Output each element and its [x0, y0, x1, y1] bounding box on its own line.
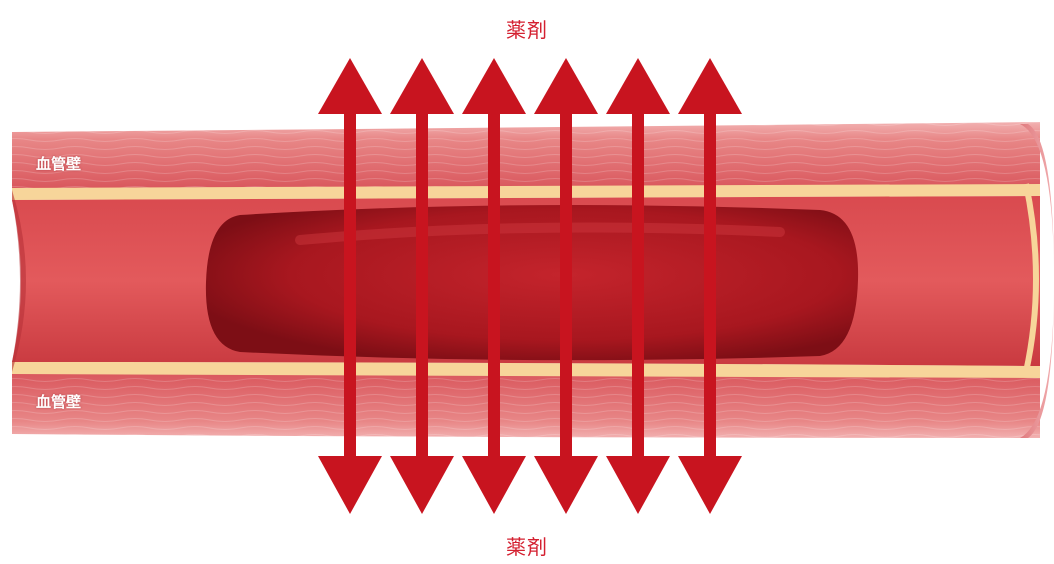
arrow-shaft — [560, 110, 572, 458]
arrow-head-up — [462, 58, 526, 114]
blood-clot — [206, 205, 858, 360]
drug-label-top: 薬剤 — [0, 18, 1054, 42]
arrow-head-down — [534, 456, 598, 514]
arrow-shaft — [704, 110, 716, 458]
arrow-shaft — [488, 110, 500, 458]
drug-label-bottom: 薬剤 — [0, 535, 1054, 559]
arrow-head-down — [606, 456, 670, 514]
arrow-head-up — [678, 58, 742, 114]
arrow-shaft — [632, 110, 644, 458]
vessel-wall-label-top: 血管壁 — [36, 155, 81, 173]
arrow-shaft — [344, 110, 356, 458]
arrow-head-down — [318, 456, 382, 514]
arrow-head-up — [318, 58, 382, 114]
arrow-head-up — [534, 58, 598, 114]
arrow-head-up — [390, 58, 454, 114]
arrow-head-down — [390, 456, 454, 514]
arrow-head-down — [678, 456, 742, 514]
vessel-wall-label-bottom: 血管壁 — [36, 393, 81, 411]
vessel-wall-top — [12, 122, 1040, 190]
arrow-head-down — [462, 456, 526, 514]
vessel-wall-bottom — [12, 372, 1040, 438]
arrow-head-up — [606, 58, 670, 114]
arrow-shaft — [416, 110, 428, 458]
